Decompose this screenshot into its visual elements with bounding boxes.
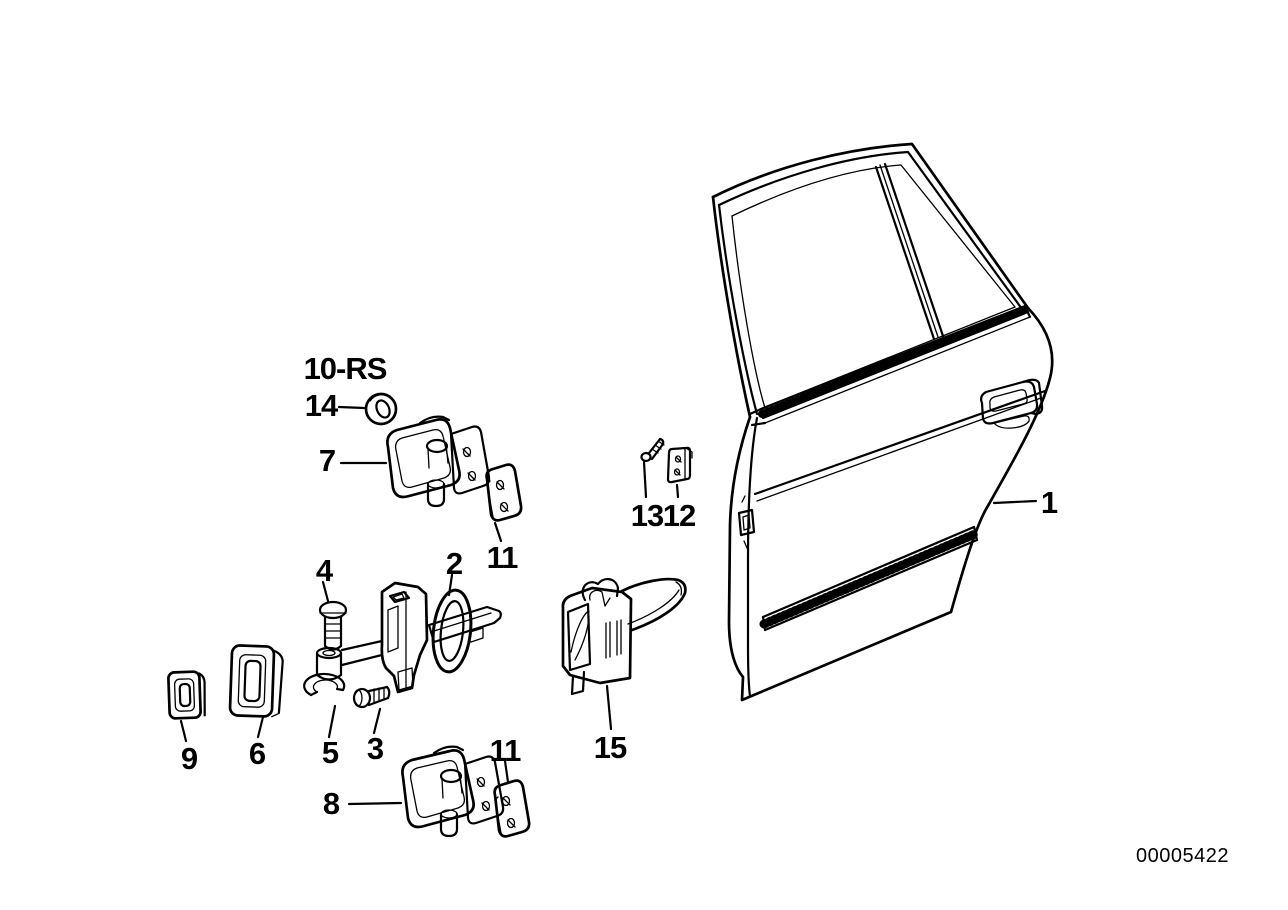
upper-hinge-plate-drawing: [485, 463, 523, 522]
callout-10-rs: 10-RS: [303, 351, 388, 386]
door-lock-detail: [737, 495, 756, 549]
callout-1: 1: [1040, 485, 1058, 520]
callout-11-upper: 11: [486, 540, 519, 575]
window-division-bar: [874, 162, 945, 341]
callout-3: 3: [366, 731, 384, 766]
callout-9: 9: [180, 741, 198, 776]
callout-7: 7: [318, 443, 336, 478]
door-wedge-drawing: [561, 577, 687, 696]
upper-hinge-drawing: [386, 415, 491, 508]
callout-11-lower: 11: [489, 733, 522, 768]
image-number: 00005422: [1136, 845, 1229, 867]
callout-8: 8: [322, 786, 340, 821]
grommet-drawing: [364, 392, 398, 426]
bolt-drawing: [352, 685, 391, 709]
rear-door-drawing: [711, 142, 1054, 702]
door-handle: [980, 378, 1044, 429]
callout-2: 2: [445, 546, 463, 581]
screw-drawing: [640, 437, 665, 463]
door-check-drawing: [315, 581, 502, 694]
lower-hinge-plate-drawing: [493, 779, 531, 838]
lower-hinge-drawing: [401, 745, 505, 838]
callout-15: 15: [593, 730, 627, 765]
check-seal-small-drawing: [167, 670, 206, 720]
callout-14: 14: [304, 388, 338, 423]
protection-strip: [759, 525, 980, 632]
leader-lines: [179, 405, 1038, 806]
callout-12: 12: [662, 498, 696, 533]
callout-5: 5: [321, 735, 339, 770]
retaining-clip-drawing: [303, 672, 346, 697]
callout-6: 6: [248, 736, 266, 771]
check-pin-drawing: [318, 600, 348, 651]
belt-moulding: [748, 304, 1032, 427]
check-seal-large-drawing: [228, 644, 284, 718]
callout-13: 13: [630, 498, 664, 533]
callout-4: 4: [315, 553, 333, 588]
striker-plate-drawing: [666, 446, 693, 484]
